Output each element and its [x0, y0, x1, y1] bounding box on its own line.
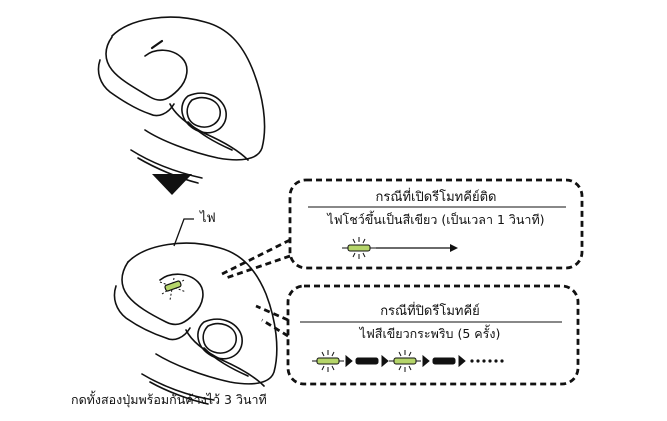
- fob-slot: [150, 39, 164, 50]
- green-led-icon: [342, 237, 376, 259]
- dark-led-icon: [432, 357, 456, 365]
- key-fob-body: [111, 16, 266, 161]
- instruction-caption: กดทั้งสองปุ่มพร้อมกันค้างไว้ 3 วินาที: [71, 392, 267, 407]
- arrow-head-icon: [345, 354, 353, 368]
- arrow-head-icon: [381, 354, 389, 368]
- button-lower-outer: [181, 92, 227, 134]
- key-fob-illustration-bottom: [113, 242, 278, 405]
- callout-remote-off-title: กรณีที่ปิดรีโมทคีย์: [380, 304, 480, 319]
- callout-remote-on-description: ไฟโชว์ขึ้นเป็นสีเขียว (เป็นเวลา 1 วินาที…: [327, 212, 545, 227]
- thumb-upper: [105, 36, 188, 101]
- fob-led-indicator: [159, 277, 187, 301]
- continuation-dots: [470, 359, 504, 363]
- led-steady-on-sequence: [342, 237, 458, 259]
- key-fob-body: [127, 242, 278, 385]
- light-label: ไฟ: [200, 211, 216, 226]
- button-lower-outer: [197, 318, 243, 360]
- callout-remote-off-description: ไฟสีเขียวกระพริบ (5 ครั้ง): [359, 326, 501, 341]
- light-label-leader: [173, 218, 194, 247]
- thumb-lower: [185, 329, 265, 387]
- green-led-icon: [389, 350, 421, 372]
- dark-led-icon: [355, 357, 379, 365]
- led-blink-sequence: [312, 350, 504, 372]
- callout-remote-on-title: กรณีที่เปิดรีโมทคีย์ติด: [375, 190, 497, 205]
- key-fob-illustration-top: [97, 16, 266, 184]
- thumb-upper: [121, 261, 204, 326]
- down-arrow-icon: [152, 174, 192, 195]
- arrow-head-icon: [458, 354, 466, 368]
- arrow-head-icon: [450, 244, 458, 252]
- arrow-head-icon: [422, 354, 430, 368]
- green-led-icon: [312, 350, 344, 372]
- thumb-lower: [169, 103, 249, 161]
